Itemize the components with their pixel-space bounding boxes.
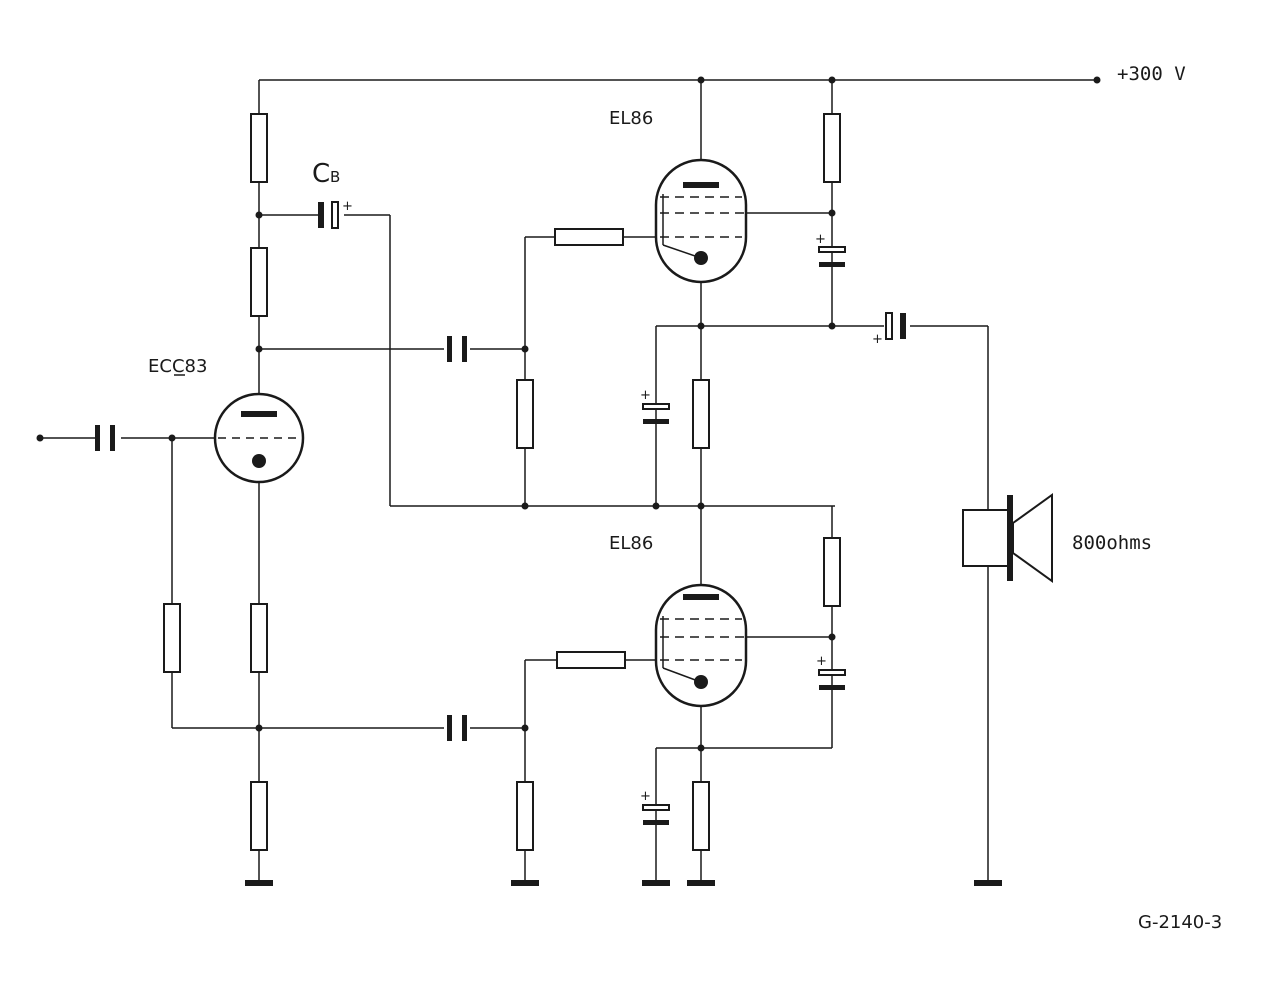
resistor-r9 [692, 781, 710, 851]
el86-bottom-pentode [654, 583, 748, 708]
coupling-capacitor-bottom [447, 715, 467, 741]
supply-terminal [1093, 76, 1101, 84]
cap-b-subscript: B [330, 168, 340, 186]
tube-top-label: EL86 [609, 108, 653, 129]
grounds [245, 880, 1002, 886]
resistor-r4 [554, 228, 624, 246]
junctions [36, 76, 1101, 752]
tube-driver-label: ECC83 [148, 356, 207, 377]
input-capacitor [95, 425, 115, 451]
resistor-r1 [250, 113, 268, 183]
cap-b-label: C [312, 159, 330, 189]
wiring [40, 79, 1097, 880]
ground-symbol [511, 880, 539, 886]
svg-text:+: + [815, 232, 826, 247]
supply-voltage-label: +300 V [1117, 63, 1186, 85]
ecc83-triode [213, 392, 305, 484]
svg-text:+: + [640, 388, 651, 403]
resistor-r11 [163, 603, 181, 673]
svg-text:+: + [816, 654, 827, 669]
svg-text:+: + [872, 332, 883, 347]
resistor-r10 [516, 781, 534, 851]
input-terminal [36, 434, 44, 442]
ground-symbol [687, 880, 715, 886]
tube-bottom-label: EL86 [609, 533, 653, 554]
coupling-capacitor-top [447, 336, 467, 362]
svg-text:+: + [342, 199, 353, 214]
resistor-r3 [516, 379, 534, 449]
resistor-r5 [823, 113, 841, 183]
resistor-r13 [250, 781, 268, 851]
el86-top-pentode [654, 158, 748, 284]
output-capacitor [885, 312, 906, 340]
resistor-r2 [250, 247, 268, 317]
ground-symbol [245, 880, 273, 886]
resistor-r12 [250, 603, 268, 673]
polarity-marks: + + + + + + [342, 199, 883, 804]
capacitors [95, 201, 906, 826]
resistor-r6 [692, 379, 710, 449]
ground-symbol [642, 880, 670, 886]
resistor-r7 [823, 537, 841, 607]
loudspeaker-icon [962, 493, 1053, 583]
ground-symbol [974, 880, 1002, 886]
svg-text:+: + [640, 789, 651, 804]
bootstrap-capacitor [318, 201, 339, 229]
figure-id-label: G-2140-3 [1138, 912, 1222, 933]
speaker-impedance-label: 800ohms [1072, 532, 1152, 554]
resistor-r8 [556, 651, 626, 669]
